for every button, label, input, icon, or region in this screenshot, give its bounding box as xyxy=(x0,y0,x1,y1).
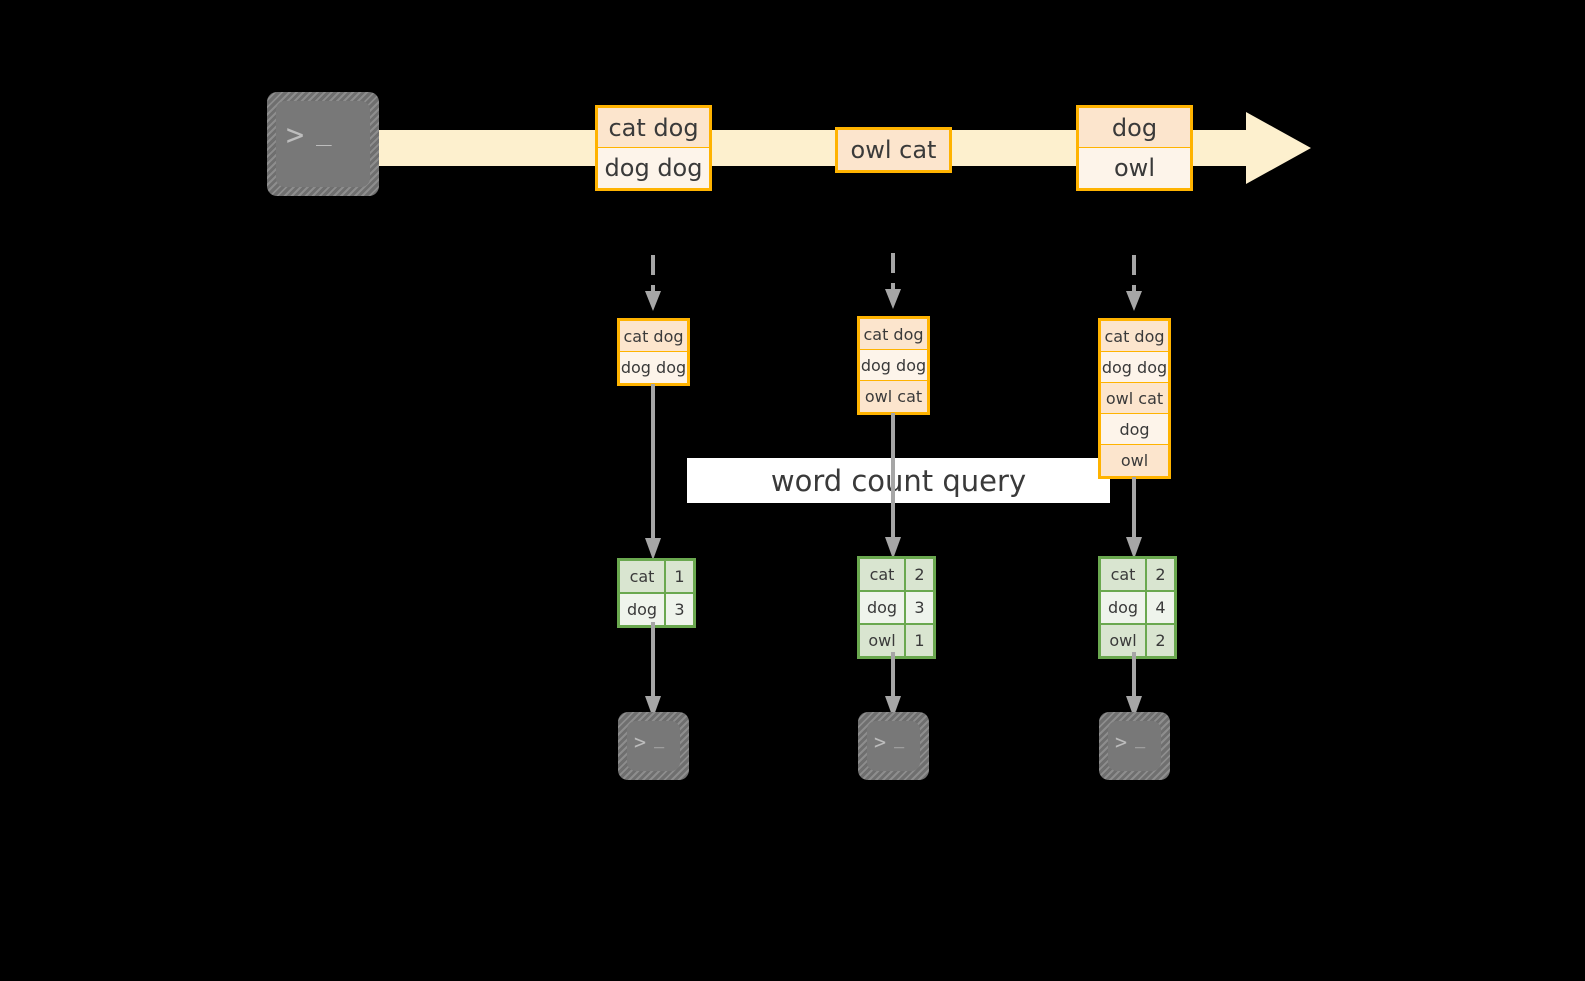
state-line: dog xyxy=(1101,414,1168,445)
consumer-terminal-2[interactable]: > _ xyxy=(858,712,929,780)
producer-terminal[interactable]: > _ xyxy=(267,92,379,196)
count-cell: 1 xyxy=(906,625,933,656)
word-cell: cat xyxy=(860,559,906,590)
word-cell: dog xyxy=(860,592,906,623)
state-to-result-connector-1 xyxy=(645,384,661,560)
state-snapshot-2[interactable]: cat dog dog dog owl cat xyxy=(857,316,930,415)
stream-message-2[interactable]: owl cat xyxy=(835,127,952,173)
count-cell: 3 xyxy=(906,592,933,623)
word-cell: dog xyxy=(1101,592,1147,623)
query-label: word count query xyxy=(770,463,1027,498)
count-cell: 4 xyxy=(1147,592,1174,623)
state-line: owl cat xyxy=(860,381,927,412)
word-cell: owl xyxy=(1101,625,1147,656)
stream-message-1[interactable]: cat dog dog dog xyxy=(595,105,712,191)
table-row: owl 2 xyxy=(1101,625,1174,656)
table-row: dog 3 xyxy=(860,592,933,625)
terminal-screen: > _ xyxy=(867,721,920,771)
result-to-sink-connector-3 xyxy=(1126,652,1142,718)
result-to-sink-connector-1 xyxy=(645,622,661,718)
consumer-terminal-1[interactable]: > _ xyxy=(618,712,689,780)
count-cell: 3 xyxy=(666,594,693,625)
stream-message-line: dog dog xyxy=(598,148,709,188)
state-line: owl cat xyxy=(1101,383,1168,414)
terminal-cursor-icon: _ xyxy=(894,729,905,749)
count-cell: 2 xyxy=(1147,625,1174,656)
stream-message-line: owl xyxy=(1079,148,1190,188)
terminal-prompt-icon: > xyxy=(1115,730,1128,754)
word-cell: dog xyxy=(620,594,666,625)
result-to-sink-connector-2 xyxy=(885,652,901,718)
terminal-cursor-icon: _ xyxy=(654,729,665,749)
table-row: cat 1 xyxy=(620,561,693,594)
state-line: dog dog xyxy=(620,352,687,383)
terminal-prompt-icon: > xyxy=(286,118,305,153)
stream-to-state-connector-3 xyxy=(1126,255,1142,311)
terminal-prompt-icon: > xyxy=(634,730,647,754)
stream-message-line: dog xyxy=(1079,108,1190,148)
terminal-cursor-icon: _ xyxy=(1135,729,1146,749)
stream-to-state-connector-2 xyxy=(885,253,901,309)
terminal-screen: > _ xyxy=(627,721,680,771)
state-line: cat dog xyxy=(620,321,687,352)
stream-to-state-connector-1 xyxy=(645,255,661,311)
terminal-screen: > _ xyxy=(1108,721,1161,771)
result-table-3[interactable]: cat 2 dog 4 owl 2 xyxy=(1098,556,1177,659)
result-table-2[interactable]: cat 2 dog 3 owl 1 xyxy=(857,556,936,659)
state-line: owl xyxy=(1101,445,1168,476)
terminal-prompt-icon: > xyxy=(874,730,887,754)
state-line: cat dog xyxy=(1101,321,1168,352)
count-cell: 2 xyxy=(1147,559,1174,590)
state-snapshot-1[interactable]: cat dog dog dog xyxy=(617,318,690,386)
state-to-result-connector-3 xyxy=(1126,477,1142,559)
table-row: owl 1 xyxy=(860,625,933,656)
word-cell: cat xyxy=(620,561,666,592)
state-snapshot-3[interactable]: cat dog dog dog owl cat dog owl xyxy=(1098,318,1171,479)
stream-message-line: cat dog xyxy=(598,108,709,148)
table-row: cat 2 xyxy=(860,559,933,592)
table-row: cat 2 xyxy=(1101,559,1174,592)
stream-message-line: owl cat xyxy=(838,130,949,170)
word-cell: cat xyxy=(1101,559,1147,590)
consumer-terminal-3[interactable]: > _ xyxy=(1099,712,1170,780)
query-label-band: word count query xyxy=(687,458,1110,503)
word-cell: owl xyxy=(860,625,906,656)
result-table-1[interactable]: cat 1 dog 3 xyxy=(617,558,696,628)
state-line: dog dog xyxy=(1101,352,1168,383)
count-cell: 2 xyxy=(906,559,933,590)
count-cell: 1 xyxy=(666,561,693,592)
stream-message-3[interactable]: dog owl xyxy=(1076,105,1193,191)
terminal-screen: > _ xyxy=(276,101,370,187)
state-line: dog dog xyxy=(860,350,927,381)
table-row: dog 3 xyxy=(620,594,693,625)
terminal-cursor-icon: _ xyxy=(316,117,332,147)
table-row: dog 4 xyxy=(1101,592,1174,625)
state-line: cat dog xyxy=(860,319,927,350)
